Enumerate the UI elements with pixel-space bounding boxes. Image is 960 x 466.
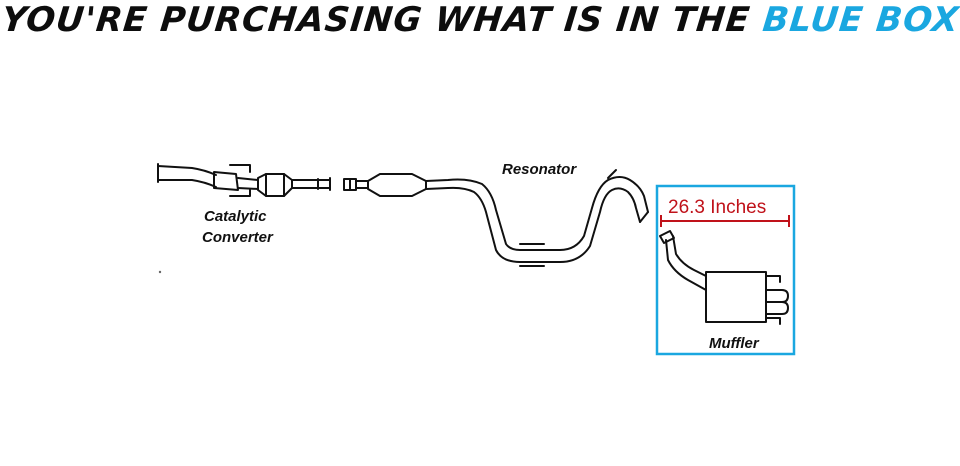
muffler-assembly (659, 230, 789, 325)
muffler-hanger-top (765, 275, 781, 283)
muffler-body (705, 271, 767, 323)
muffler-tailpipe-2 (765, 301, 789, 315)
resonator-inlet-ring (343, 178, 357, 191)
converter-seams (265, 173, 285, 197)
catalytic-converter-body (257, 173, 293, 197)
pipe-hanger (519, 243, 545, 267)
muffler-label: Muffler (709, 335, 760, 352)
blue-selection-box (655, 184, 796, 356)
resonator-body (367, 173, 427, 197)
catalytic-label-line1: Catalytic (204, 208, 267, 225)
pipe-end (639, 211, 649, 223)
catalytic-label-line2: Converter (202, 229, 274, 246)
muffler-hanger-bottom (765, 317, 781, 325)
dimension-label: 26.3 Inches (668, 197, 766, 218)
converter-outlet-pipe (291, 179, 331, 189)
stray-mark (158, 270, 162, 274)
intermediate-pipe-top (425, 176, 649, 251)
connector-pipe (237, 177, 259, 190)
converter-cone (213, 171, 239, 191)
intermediate-pipe-bottom (425, 186, 641, 263)
resonator-label: Resonator (502, 161, 577, 178)
muffler-tailpipe-1 (765, 289, 789, 303)
resonator-section (343, 169, 649, 267)
front-pipe-catalytic-section (157, 163, 331, 274)
clamp-bracket (229, 164, 251, 197)
muffler-inlet-pipe (665, 235, 707, 291)
pipe-hanger-upper (607, 169, 617, 179)
dimension-marker (660, 215, 790, 227)
front-pipe (157, 165, 217, 188)
